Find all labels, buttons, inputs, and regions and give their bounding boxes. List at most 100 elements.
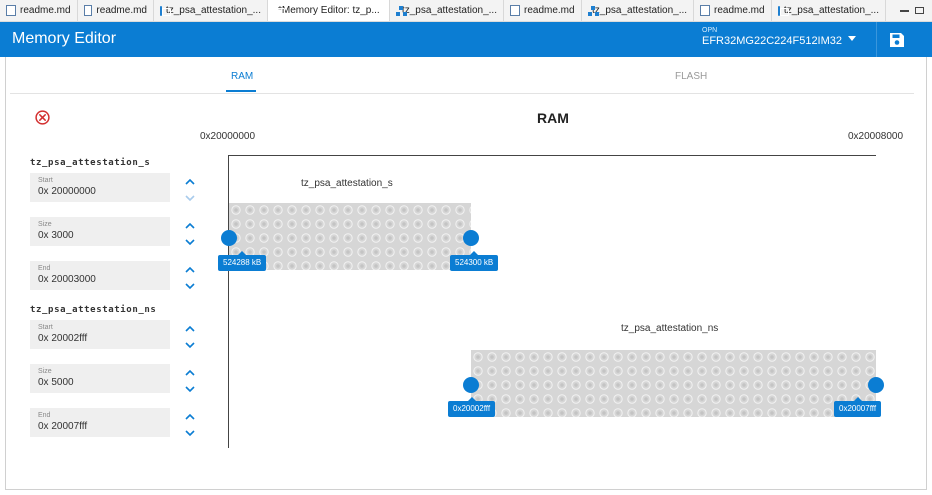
chevron-up-icon[interactable]: [184, 367, 196, 379]
tab-tz-psa-2[interactable]: tz_psa_attestation_...: [390, 0, 504, 21]
size-field[interactable]: Size 0x 5000: [30, 364, 170, 393]
region-label-nonsecure: tz_psa_attestation_ns: [621, 323, 719, 334]
close-circle-icon: [35, 110, 50, 125]
minimize-icon[interactable]: [900, 9, 909, 12]
tab-flash[interactable]: FLASH: [675, 71, 708, 82]
tab-label: tz_psa_attestation_...: [165, 5, 261, 16]
memory-region-nonsecure[interactable]: [471, 350, 876, 417]
field-label: End: [38, 412, 51, 419]
save-button[interactable]: [884, 27, 910, 53]
start-field[interactable]: Start 0x 20000000: [30, 173, 170, 202]
tab-ram[interactable]: RAM: [231, 71, 254, 82]
region-start-handle[interactable]: [221, 230, 237, 246]
chevron-down-icon[interactable]: [184, 427, 196, 439]
tab-readme-2[interactable]: readme.md: [78, 0, 154, 21]
field-value: 0x 5000: [38, 377, 74, 388]
tab-label: *Memory Editor: tz_p...: [278, 5, 380, 16]
end-field[interactable]: End 0x 20007fff: [30, 408, 170, 437]
region-end-handle[interactable]: [463, 230, 479, 246]
range-start-address: 0x20000000: [200, 131, 256, 142]
document-icon: [84, 5, 93, 16]
memory-editor-header: Memory Editor OPN EFR32MG22C224F512IM32: [0, 22, 932, 57]
opn-label: OPN: [702, 27, 718, 34]
field-value: 0x 20002fff: [38, 333, 88, 344]
chevron-down-icon[interactable]: [184, 236, 196, 248]
chevron-up-icon[interactable]: [184, 411, 196, 423]
region-title-nonsecure: tz_psa_attestation_ns: [30, 305, 157, 315]
field-label: Size: [38, 221, 52, 228]
editor-tab-bar: readme.md readme.md tz_psa_attestation_.…: [0, 0, 932, 22]
region-pattern: [229, 203, 471, 270]
tab-tz-psa-3[interactable]: tz_psa_attestation_...: [582, 0, 694, 21]
size-field[interactable]: Size 0x 3000: [30, 217, 170, 246]
end-stepper: [184, 411, 196, 441]
tab-label: tz_psa_attestation_...: [592, 5, 688, 16]
memory-map-title: RAM: [537, 110, 569, 126]
document-icon: [510, 5, 520, 16]
range-end-address: 0x20008000: [848, 131, 904, 142]
chevron-up-icon[interactable]: [184, 323, 196, 335]
document-icon: [6, 5, 16, 16]
maximize-icon[interactable]: [915, 7, 924, 14]
header-divider: [876, 22, 877, 57]
field-label: Start: [38, 324, 53, 331]
field-value: 0x 20007fff: [38, 421, 88, 432]
start-field[interactable]: Start 0x 20002fff: [30, 320, 170, 349]
region-start-handle[interactable]: [463, 377, 479, 393]
tab-label: readme.md: [96, 5, 147, 16]
start-stepper: [184, 176, 196, 206]
region-label-secure: tz_psa_attestation_s: [301, 178, 393, 189]
opn-selector[interactable]: OPN EFR32MG22C224F512IM32: [702, 27, 842, 47]
tab-label: tz_psa_attestation_...: [401, 5, 497, 16]
chevron-down-icon[interactable]: [848, 36, 856, 41]
close-tab-icon[interactable]: ✕: [388, 4, 389, 17]
tab-ram-indicator: [226, 90, 256, 92]
field-label: End: [38, 265, 51, 272]
end-size-badge: 524300 kB: [450, 251, 499, 271]
tab-label: readme.md: [714, 5, 765, 16]
tab-tz-psa-4[interactable]: tz_psa_attestation_...: [772, 0, 886, 21]
chevron-down-icon[interactable]: [184, 280, 196, 292]
page-title: Memory Editor: [12, 30, 117, 47]
tab-tz-psa-1[interactable]: tz_psa_attestation_...: [154, 0, 268, 21]
end-stepper: [184, 264, 196, 294]
memory-editor-icon: [160, 5, 171, 16]
tab-label: readme.md: [20, 5, 71, 16]
region-pattern: [471, 350, 876, 417]
field-value: 0x 20000000: [38, 186, 96, 197]
tab-readme-4[interactable]: readme.md: [694, 0, 772, 21]
end-field[interactable]: End 0x 20003000: [30, 261, 170, 290]
size-stepper: [184, 367, 196, 397]
field-label: Size: [38, 368, 52, 375]
memory-map-top-axis: [228, 155, 876, 156]
tab-divider: [10, 93, 914, 94]
chevron-up-icon[interactable]: [184, 264, 196, 276]
memory-editor-icon: [778, 5, 789, 16]
chevron-down-icon[interactable]: [184, 339, 196, 351]
size-stepper: [184, 220, 196, 250]
memory-map-left-axis: [228, 155, 229, 448]
field-label: Start: [38, 177, 53, 184]
tab-readme-3[interactable]: readme.md: [504, 0, 582, 21]
tab-readme-1[interactable]: readme.md: [0, 0, 78, 21]
cancel-icon[interactable]: [35, 110, 50, 125]
start-size-badge: 524288 kB: [218, 251, 267, 271]
tab-label: readme.md: [524, 5, 575, 16]
field-value: 0x 3000: [38, 230, 74, 241]
region-title-secure: tz_psa_attestation_s: [30, 158, 151, 168]
end-address-badge: 0x20007fff: [834, 397, 882, 417]
chevron-up-icon[interactable]: [184, 220, 196, 232]
chevron-up-icon[interactable]: [184, 176, 196, 188]
start-stepper: [184, 323, 196, 353]
document-icon: [700, 5, 710, 16]
memory-region-secure[interactable]: [229, 203, 471, 270]
field-value: 0x 20003000: [38, 274, 96, 285]
chevron-down-icon[interactable]: [184, 383, 196, 395]
tab-memory-editor[interactable]: *Memory Editor: tz_p... ✕: [268, 0, 390, 21]
region-end-handle[interactable]: [868, 377, 884, 393]
editor-frame: [5, 57, 927, 490]
window-controls: [892, 0, 932, 21]
save-icon: [890, 33, 904, 47]
start-address-badge: 0x20002fff: [448, 397, 496, 417]
chevron-down-icon[interactable]: [184, 192, 196, 204]
